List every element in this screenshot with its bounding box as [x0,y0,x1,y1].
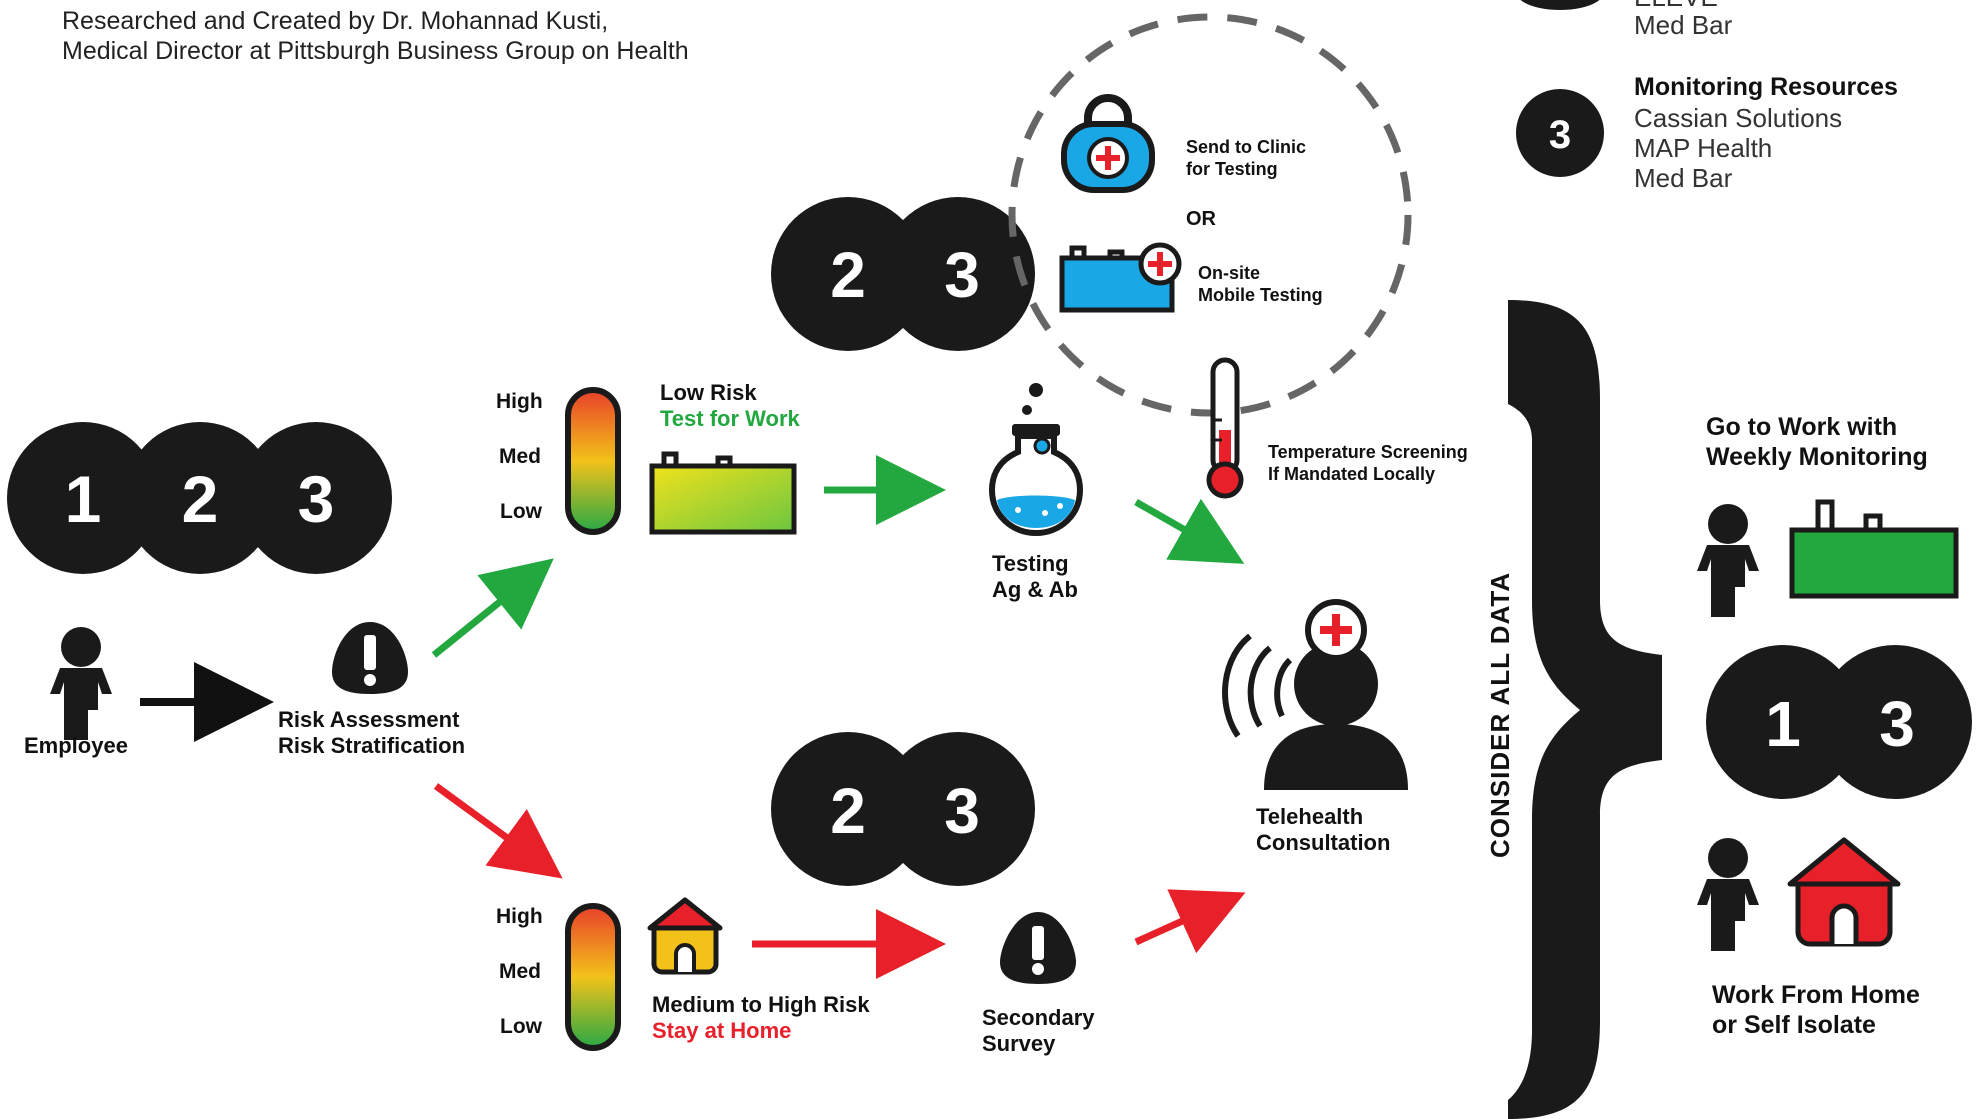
credit-line-2: Medical Director at Pittsburgh Business … [62,37,689,65]
employee-label: Employee [24,733,128,758]
risk-warning-icon [332,622,408,694]
send-to-clinic-label: Send to Clinic [1186,137,1307,157]
arrow-testing-to-telehealth [1134,498,1245,564]
legend-monitoring-item: Med Bar [1634,163,1733,193]
battery-icon-green [1789,499,1959,599]
risk-stratification-label: Risk Stratification [278,733,466,758]
house-icon-red [1787,837,1901,947]
temperature-screening-label: Temperature Screening [1268,442,1468,462]
testing-options-dashed-circle [1008,13,1412,417]
go-to-work-label: Go to Work with [1706,413,1898,441]
work-person-icon [1697,504,1759,617]
house-icon-stay-home [647,897,723,975]
battery-icon-low-risk [649,451,797,535]
telehealth-doctor-icon [1222,599,1408,790]
consider-brace [1508,300,1662,1119]
legend-monitoring-item: Cassian Solutions [1634,103,1843,133]
arrow-risk-to-low [431,558,554,658]
badge-3: 3 [944,239,980,311]
if-mandated-label: If Mandated Locally [1268,464,1436,484]
weekly-monitoring-label: Weekly Monitoring [1706,443,1928,471]
for-testing-label: for Testing [1186,159,1278,179]
arrow-risk-to-high [433,783,563,879]
legend-badge-3: 3 [1516,89,1604,177]
consider-all-data-label: CONSIDER ALL DATA [1485,571,1515,858]
scale-low-label: Low [500,1015,542,1038]
scale-med-label: Med [499,960,541,983]
badge-1: 1 [1765,688,1801,760]
mobile-testing-label: Mobile Testing [1198,285,1323,305]
badge-group-testing: 2 3 [771,197,1035,351]
secondary-survey-warning-icon [1000,912,1076,984]
svg-text:3: 3 [1549,113,1571,157]
legend-monitoring-title: Monitoring Resources [1634,73,1898,101]
or-label: OR [1186,208,1216,230]
self-isolate-label: or Self Isolate [1712,1011,1876,1039]
badge-3: 3 [1879,688,1915,760]
risk-scale-bar-low [565,387,621,535]
low-risk-label: Low Risk [660,380,757,405]
thermometer-icon [1206,357,1244,499]
arrow-secondary-to-telehealth [1134,889,1246,954]
home-person-icon [1697,838,1759,951]
badge-3: 3 [944,775,980,847]
scale-med-label: Med [499,445,541,468]
legend-monitoring-item: MAP Health [1634,133,1773,163]
legend-partial-item-2: Med Bar [1634,10,1733,40]
medium-high-risk-label: Medium to High Risk [652,992,870,1017]
risk-assessment-label: Risk Assessment [278,707,460,732]
medical-bag-icon [1061,94,1155,193]
badge-1: 1 [65,462,102,536]
stay-at-home-label: Stay at Home [652,1018,792,1043]
badge-2: 2 [830,239,866,311]
testing-label: Testing [992,551,1069,576]
badge-group-outcome: 1 3 [1706,645,1972,799]
legend-badge-partial [1520,0,1600,10]
work-from-home-label: Work From Home [1712,981,1920,1009]
scale-high-label: High [496,905,543,928]
legend-partial-item-1: ELEVE [1634,0,1718,12]
badge-2: 2 [830,775,866,847]
mobile-testing-icon [1059,242,1182,313]
telehealth-label: Telehealth [1256,804,1364,829]
badge-3: 3 [298,462,335,536]
credit-line-1: Researched and Created by Dr. Mohannad K… [62,7,609,35]
test-for-work-label: Test for Work [660,406,800,431]
secondary-label: Secondary [982,1005,1095,1030]
on-site-label: On-site [1198,263,1261,283]
scale-high-label: High [496,390,543,413]
risk-scale-bar-high [565,903,621,1051]
consultation-label: Consultation [1256,830,1391,855]
testing-ag-ab-label: Ag & Ab [992,577,1078,602]
badge-group-123: 1 2 3 [7,422,392,574]
flask-testing-icon [988,383,1084,537]
scale-low-label: Low [500,500,542,523]
survey-label: Survey [982,1031,1056,1056]
badge-2: 2 [182,462,219,536]
badge-group-stay-home: 2 3 [771,732,1035,886]
employee-person-icon [50,627,112,740]
